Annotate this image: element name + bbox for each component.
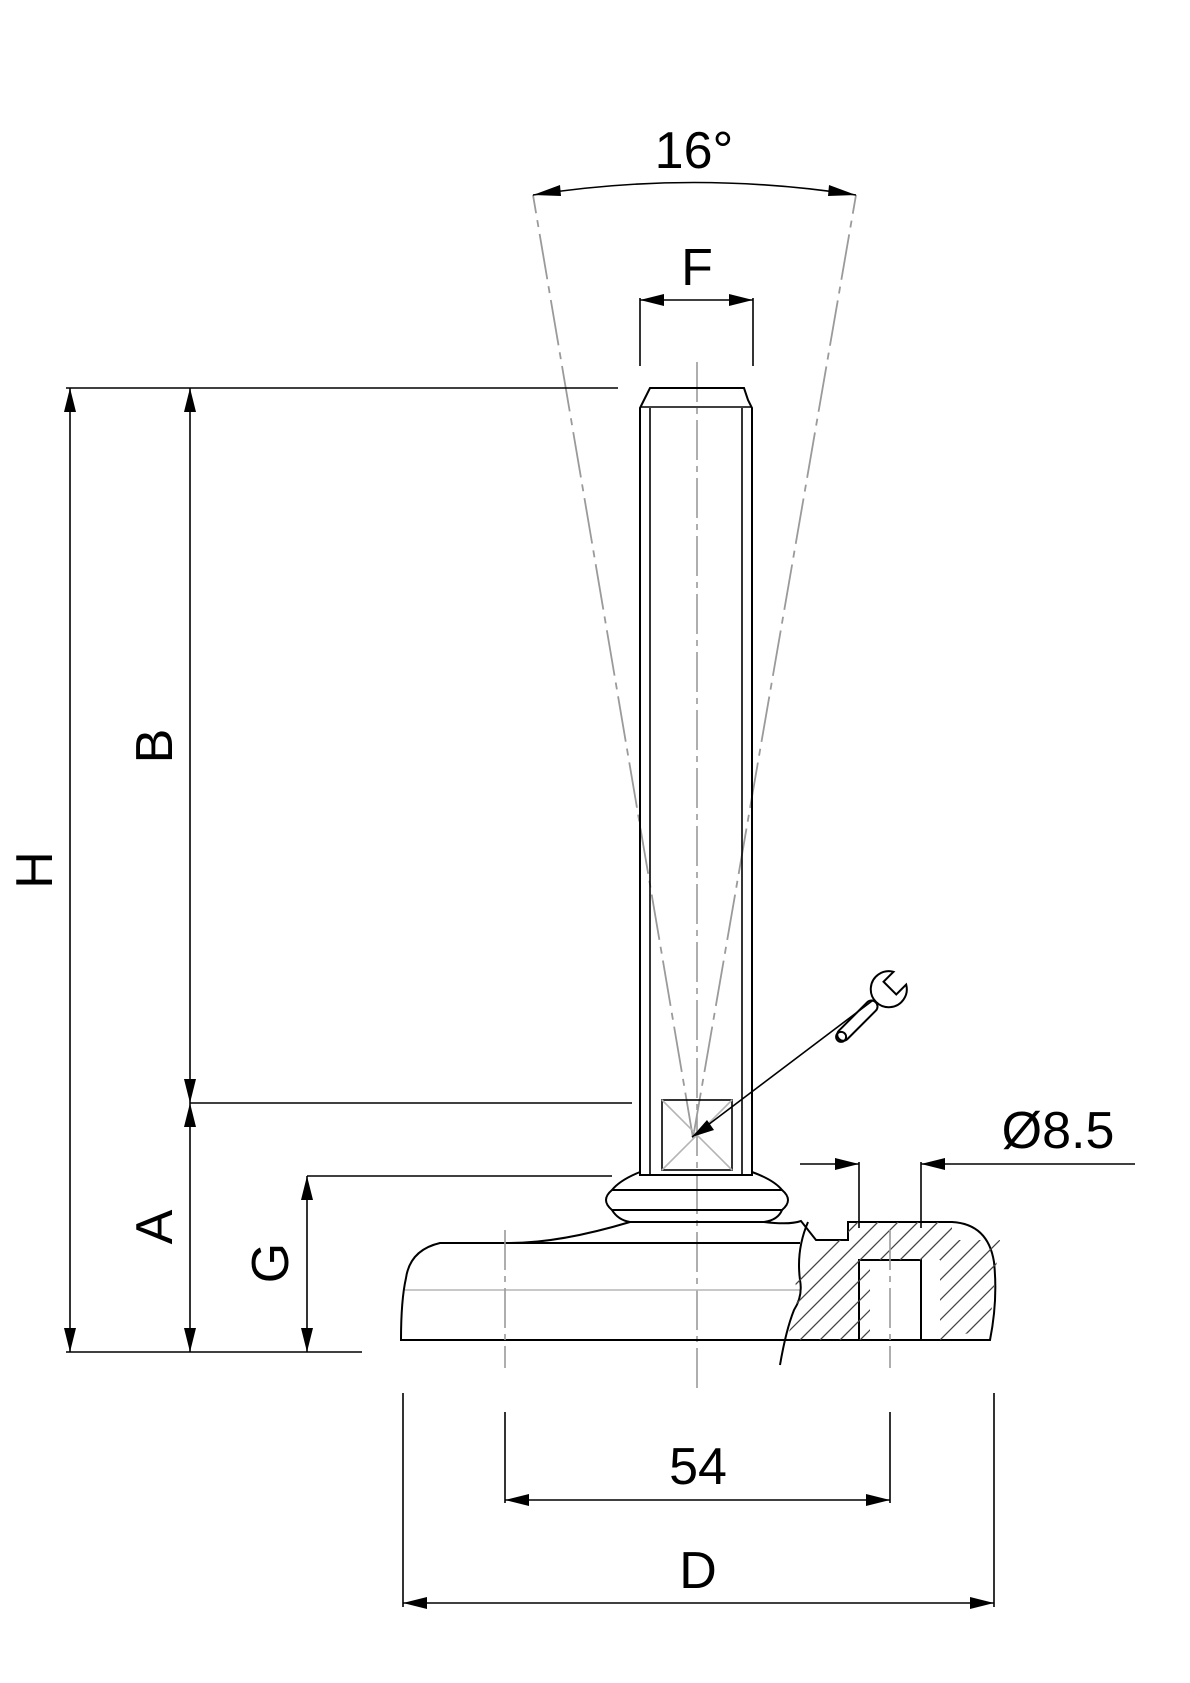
spacing-arrow-left	[505, 1494, 529, 1506]
f-arrow-left	[640, 294, 664, 306]
hole-spacing-dimension: 54	[504, 1412, 891, 1506]
hole-diameter-dimension: Ø8.5	[800, 1102, 1135, 1228]
swing-line-right	[692, 194, 857, 1139]
hole-arrow-left	[835, 1158, 859, 1170]
wrench-handle	[836, 999, 879, 1042]
stem-outline	[639, 387, 753, 1176]
joint-upper	[609, 1171, 785, 1191]
thread-dimension: F	[639, 239, 754, 366]
wrench-ring	[835, 1030, 848, 1043]
f-arrow-right	[729, 294, 753, 306]
thread-label: F	[681, 239, 713, 297]
base-height-label: G	[242, 1243, 300, 1283]
angle-label: 16°	[655, 122, 734, 180]
base-right-outline	[763, 1219, 997, 1341]
base-foot	[399, 1219, 1000, 1368]
spacing-arrow-right	[866, 1494, 890, 1506]
hole-arrow-right	[921, 1158, 945, 1170]
joint-lower	[611, 1209, 783, 1223]
d-arrow-left	[403, 1597, 427, 1609]
swing-line-left	[532, 194, 694, 1139]
a-arrow-top	[184, 1103, 196, 1127]
hole-diameter-label: Ø8.5	[1002, 1102, 1115, 1160]
vertical-dimensions: H B A G	[6, 387, 632, 1353]
g-arrow-bottom	[301, 1328, 313, 1352]
joint-ring	[605, 1189, 789, 1211]
d-arrow-right	[970, 1597, 994, 1609]
height-total-label: H	[6, 851, 64, 889]
threaded-stem	[639, 387, 753, 1176]
wrench-flat	[661, 1099, 733, 1171]
ball-joint	[605, 1171, 789, 1223]
base-diameter-dimension: D	[402, 1393, 995, 1609]
g-arrow-top	[301, 1176, 313, 1200]
h-arrow-top	[64, 388, 76, 412]
wrench-callout	[691, 970, 908, 1138]
b-arrow-top	[184, 388, 196, 412]
angle-arrow-right	[828, 185, 856, 196]
wrench-head	[869, 970, 908, 1009]
wrench-leader-arrow	[692, 1120, 714, 1137]
base-diameter-label: D	[679, 1542, 717, 1600]
stem-length-label: B	[126, 729, 184, 764]
b-arrow-bottom	[184, 1079, 196, 1103]
angle-arc	[532, 181, 857, 196]
wrench-leader	[691, 1000, 873, 1138]
hole-spacing-label: 54	[669, 1438, 727, 1496]
angle-arrow-left	[533, 185, 561, 196]
swing-angle-group: 16°	[532, 122, 857, 1139]
section-break-line	[779, 1221, 809, 1366]
base-left-outline	[399, 1221, 790, 1341]
h-arrow-bottom	[64, 1328, 76, 1352]
wrench-icon	[835, 970, 908, 1043]
stem-offset-label: A	[126, 1209, 184, 1244]
a-arrow-bottom	[184, 1328, 196, 1352]
